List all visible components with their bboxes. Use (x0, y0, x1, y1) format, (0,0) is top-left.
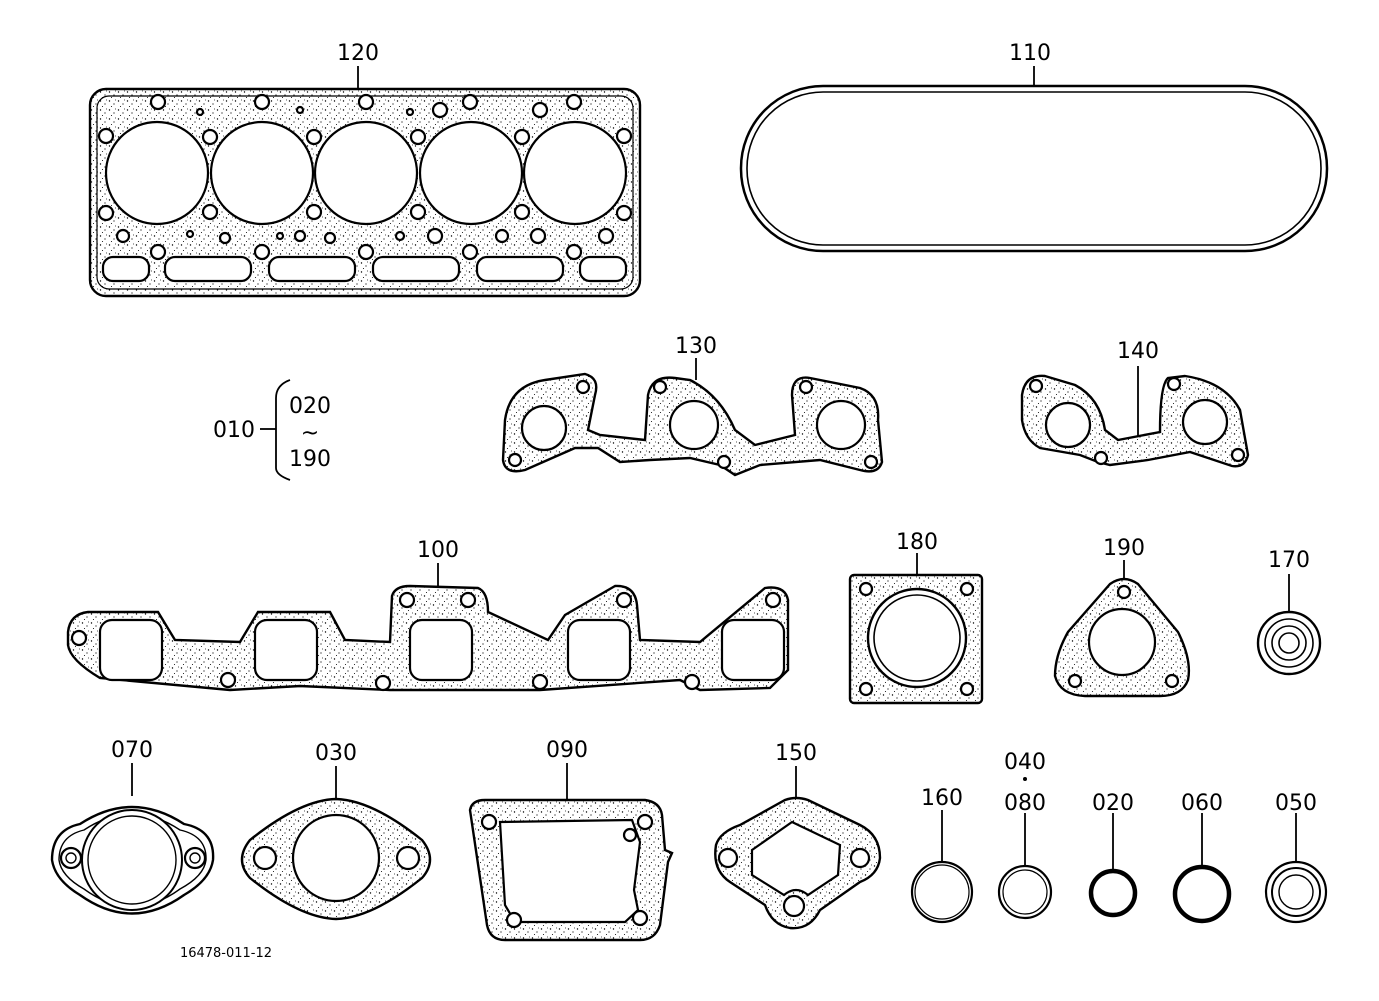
oil-slots (101, 255, 628, 283)
part-label-050: 050 (1275, 791, 1317, 816)
kit-number: 010 (213, 418, 255, 443)
exhaust-manifold-gasket (1020, 366, 1250, 468)
cylinder-bores (104, 120, 628, 226)
part-label-110: 110 (1009, 41, 1051, 66)
part-label-040: 040 (1004, 750, 1046, 775)
o-ring-020 (1088, 813, 1138, 918)
valve-cover-gasket (739, 66, 1329, 253)
part-label-140: 140 (1117, 339, 1159, 364)
coolant-holes (115, 101, 615, 245)
o-ring-160 (910, 810, 974, 924)
part-label-160: 160 (921, 786, 963, 811)
kit-range-start: 020 (289, 394, 331, 419)
seal-ring-170 (1256, 574, 1322, 676)
part-label-090: 090 (546, 738, 588, 763)
part-label-070: 070 (111, 738, 153, 763)
seal-ring-050 (1264, 813, 1328, 924)
triangular-gasket (1053, 560, 1191, 698)
drawing-number: 16478-011-12 (180, 946, 272, 961)
cylinder-head-gasket (88, 66, 642, 298)
part-label-170: 170 (1268, 548, 1310, 573)
kit-range-symbol: ~ (301, 421, 319, 446)
oval-flange-gasket (50, 763, 215, 915)
part-label-030: 030 (315, 741, 357, 766)
part-label-120: 120 (337, 41, 379, 66)
o-ring-080 (997, 777, 1053, 920)
housing-gasket (714, 766, 882, 930)
part-label-020: 020 (1092, 791, 1134, 816)
part-label-190: 190 (1103, 536, 1145, 561)
part-label-080: 080 (1004, 791, 1046, 816)
part-label-060: 060 (1181, 791, 1223, 816)
part-label-100: 100 (417, 538, 459, 563)
diamond-flange-gasket (240, 766, 432, 921)
kit-range-end: 190 (289, 447, 331, 472)
part-label-180: 180 (896, 530, 938, 555)
intake-manifold-gasket (501, 358, 884, 477)
separator-dot (1023, 777, 1027, 781)
square-flange-gasket (848, 553, 984, 705)
cover-gasket (468, 763, 674, 942)
manifold-gasket-long (66, 563, 790, 692)
part-label-130: 130 (675, 334, 717, 359)
part-label-150: 150 (775, 741, 817, 766)
kit-bracket (260, 379, 291, 481)
head-bolt-holes (97, 93, 633, 261)
o-ring-060 (1172, 813, 1232, 924)
